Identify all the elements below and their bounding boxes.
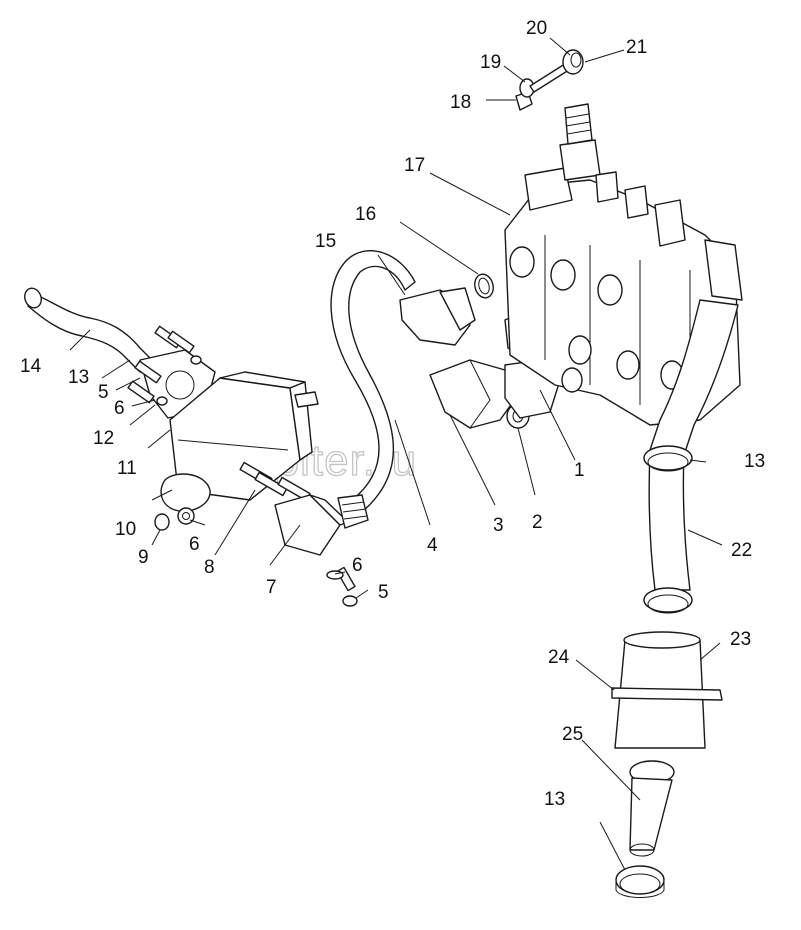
callout-25: 25 (562, 724, 583, 745)
part-13-clamp-upper (643, 445, 693, 472)
callout-15: 15 (315, 231, 336, 252)
callout-12: 12 (93, 428, 114, 449)
part-9-plug (154, 513, 170, 531)
callout-13-right: 13 (744, 451, 765, 472)
callout-5-lower: 5 (378, 582, 389, 603)
callout-23: 23 (730, 629, 751, 650)
part-15-elbow-fitting (399, 287, 476, 346)
callout-6-middle: 6 (189, 534, 200, 555)
callout-24: 24 (548, 647, 570, 668)
callout-20: 20 (526, 18, 547, 39)
leader-lines (69, 37, 723, 871)
part-6-washer-lower-left (177, 507, 195, 525)
callout-21: 21 (626, 37, 647, 58)
callout-16: 16 (355, 204, 376, 225)
callout-3: 3 (493, 515, 504, 536)
callout-6-upper: 6 (114, 398, 125, 419)
callout-19: 19 (480, 52, 501, 73)
part-13-clamp-mid (643, 587, 693, 614)
part-25-lower-hose (629, 760, 675, 857)
callout-11: 11 (117, 458, 137, 479)
callout-4: 4 (427, 535, 438, 556)
part-13-clamp-lower (615, 865, 665, 898)
callout-18: 18 (450, 92, 471, 113)
callout-2: 2 (532, 512, 543, 533)
callout-7: 7 (266, 577, 277, 598)
part-16-o-ring (474, 273, 494, 299)
callout-6-lower: 6 (352, 555, 363, 576)
callout-9: 9 (138, 547, 149, 568)
callout-8: 8 (204, 557, 215, 578)
part-24-strap (611, 687, 723, 701)
part-10-gasket (160, 473, 211, 512)
part-3-elbow-fitting (429, 359, 519, 429)
part-11-gear-pump (169, 371, 319, 501)
callout-13-left: 13 (68, 367, 89, 388)
part-4-pressure-hose (330, 250, 416, 529)
callout-10: 10 (115, 519, 136, 540)
callout-14: 14 (20, 356, 42, 377)
part-7-flange-block (274, 494, 349, 556)
callout-22: 22 (731, 540, 752, 561)
callout-labels: 1 2 3 4 5 5 6 6 6 7 8 9 10 11 12 13 13 1… (20, 18, 765, 810)
part-14-suction-hose (24, 287, 151, 373)
callout-1: 1 (574, 460, 585, 481)
callout-5-upper: 5 (98, 382, 109, 403)
callout-17: 17 (404, 155, 425, 176)
part-17-control-valve (504, 103, 743, 426)
part-21-cap (562, 49, 584, 75)
part-22-return-pipe (648, 299, 739, 591)
callout-13-bottom: 13 (544, 789, 565, 810)
part-6-washer-lower (326, 570, 344, 580)
